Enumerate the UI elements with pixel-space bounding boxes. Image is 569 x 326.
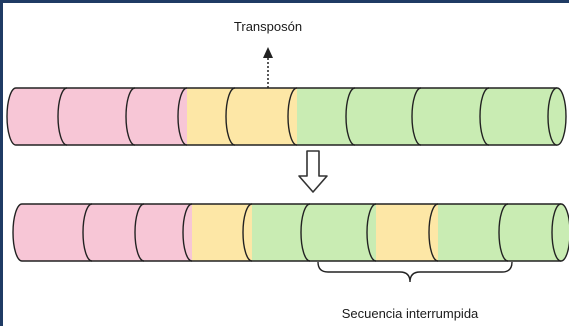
strand-right-end [547, 87, 567, 146]
segment-yellow [192, 204, 253, 261]
segment-boundary [57, 87, 68, 146]
segment-boundary [82, 203, 93, 262]
segment-boundary [182, 203, 193, 262]
segment-green [421, 88, 490, 145]
transposon-label: Transposón [234, 19, 302, 34]
segment-boundary [300, 203, 311, 262]
interrupted-sequence-label: Secuencia interrumpida [342, 306, 479, 321]
segment-green [297, 88, 356, 145]
segment-boundary [366, 203, 377, 262]
segment-boundary [134, 203, 145, 262]
segment-boundary [428, 203, 439, 262]
segment-boundary [242, 203, 253, 262]
segment-boundary [411, 87, 422, 146]
segment-pink [92, 204, 145, 261]
strand-left-cap [6, 87, 17, 146]
original-dna-strand [6, 87, 567, 146]
segment-green [438, 204, 509, 261]
segment-green [355, 88, 422, 145]
segment-boundary [345, 87, 356, 146]
segment-pink [67, 88, 136, 145]
segment-boundary [177, 87, 188, 146]
insertion-down-arrow [298, 150, 328, 193]
segment-boundary [479, 87, 490, 146]
strand-right-end [551, 203, 569, 262]
interrupted-dna-strand [12, 203, 569, 262]
segment-boundary [125, 87, 136, 146]
segment-pink [135, 88, 188, 145]
segment-pink [16, 88, 68, 145]
segment-boundary [225, 87, 236, 146]
segment-green [310, 204, 377, 261]
segment-green [252, 204, 311, 261]
segment-boundary [287, 87, 298, 146]
segment-green [489, 88, 558, 145]
interrupted-sequence-brace [317, 261, 513, 283]
strand-left-cap [12, 203, 23, 262]
segment-pink [22, 204, 93, 261]
segment-boundary [498, 203, 509, 262]
transposon-arrow-head [263, 47, 273, 58]
